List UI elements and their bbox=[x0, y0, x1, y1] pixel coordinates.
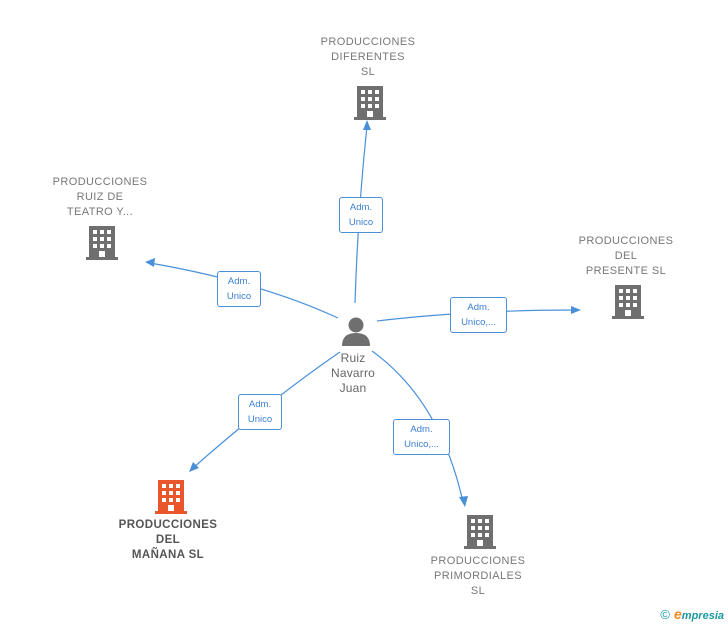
edge-to-primordiales bbox=[371, 350, 464, 503]
building-icon[interactable] bbox=[464, 515, 496, 549]
company-label-primordiales[interactable]: PRODUCCIONES PRIMORDIALES SL bbox=[430, 555, 526, 597]
arrow-manana bbox=[189, 462, 199, 472]
brand-initial: e bbox=[674, 606, 682, 622]
brand-rest: mpresia bbox=[681, 610, 724, 622]
footer-watermark: © empresia bbox=[660, 606, 724, 622]
arrow-diferentes bbox=[363, 120, 371, 130]
building-icon[interactable] bbox=[612, 285, 644, 319]
edge-label-primordiales: Adm. Unico,... bbox=[393, 419, 450, 455]
brand-logo: empresia bbox=[674, 606, 724, 622]
person-icon[interactable] bbox=[342, 317, 370, 347]
person-name[interactable]: Ruiz Navarro Juan bbox=[330, 351, 376, 395]
building-icon[interactable] bbox=[155, 480, 187, 514]
arrow-primordiales bbox=[459, 496, 468, 507]
company-label-presente[interactable]: PRODUCCIONES DEL PRESENTE SL bbox=[578, 235, 674, 277]
building-icon[interactable] bbox=[86, 226, 118, 260]
arrow-teatro bbox=[145, 258, 155, 267]
arrow-presente bbox=[571, 306, 581, 314]
company-label-teatro[interactable]: PRODUCCIONES RUIZ DE TEATRO Y... bbox=[52, 176, 148, 218]
edge-label-teatro: Adm. Unico bbox=[217, 271, 261, 307]
copyright-symbol: © bbox=[660, 606, 670, 622]
edge-label-diferentes: Adm. Unico bbox=[339, 197, 383, 233]
company-label-manana[interactable]: PRODUCCIONES DEL MAÑANA SL bbox=[118, 519, 218, 561]
company-label-diferentes[interactable]: PRODUCCIONES DIFERENTES SL bbox=[320, 36, 416, 78]
edge-label-manana: Adm. Unico bbox=[238, 394, 282, 430]
edge-label-presente: Adm. Unico,... bbox=[450, 297, 507, 333]
building-icon[interactable] bbox=[354, 86, 386, 120]
